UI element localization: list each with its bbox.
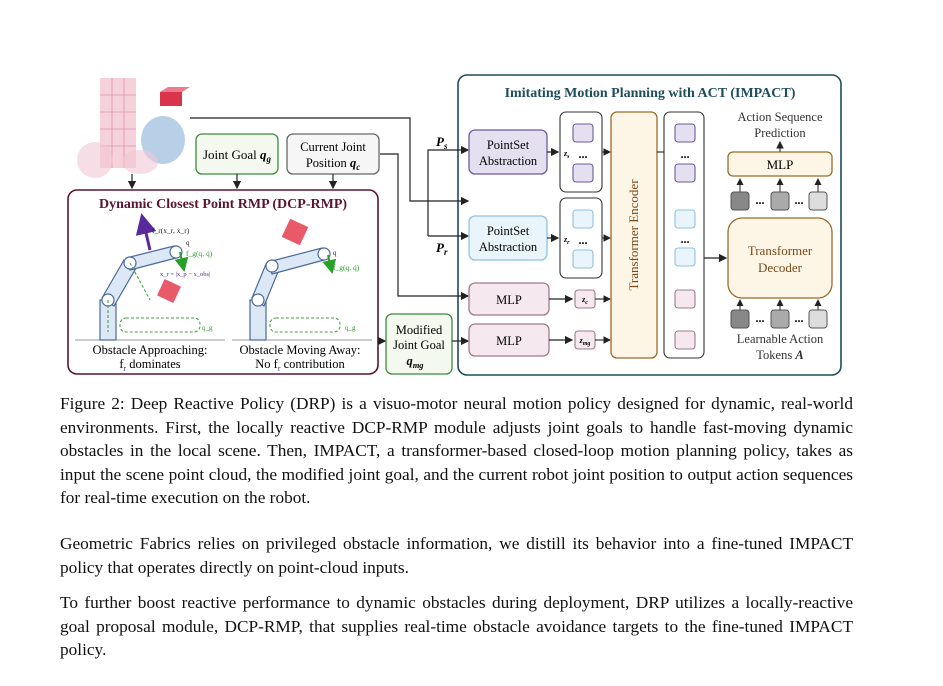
svg-text:f_g(q, q̇): f_g(q, q̇) <box>186 249 213 258</box>
svg-text:PointSet: PointSet <box>487 224 530 238</box>
svg-text:f_g(q, q̇): f_g(q, q̇) <box>333 263 360 272</box>
svg-text:Transformer Encoder: Transformer Encoder <box>626 179 641 291</box>
svg-text:...: ... <box>795 193 804 207</box>
svg-text:fr dominates: fr dominates <box>119 357 180 373</box>
transformer-decoder: Transformer Decoder <box>727 217 833 299</box>
body-paragraph-1: Geometric Fabrics relies on privileged o… <box>60 534 853 577</box>
dcp-rmp-panel: Dynamic Closest Point RMP (DCP-RMP) f_r(… <box>67 189 379 375</box>
svg-text:Abstraction: Abstraction <box>479 154 538 168</box>
svg-text:Modified: Modified <box>396 323 443 337</box>
svg-text:zc: zc <box>581 295 588 306</box>
dcp-title: Dynamic Closest Point RMP (DCP-RMP) <box>99 197 347 212</box>
svg-text:Obstacle Moving Away:: Obstacle Moving Away: <box>239 343 360 357</box>
svg-text:MLP: MLP <box>767 157 794 172</box>
svg-text:Transformer: Transformer <box>748 243 813 258</box>
body-paragraph-2: To further boost reactive performance to… <box>60 593 853 660</box>
figure-diagram: Joint Goal qg Current Joint Position qc … <box>67 74 842 376</box>
svg-text:Joint Goal: Joint Goal <box>393 338 445 352</box>
pointset-abstraction-scene: PointSet Abstraction <box>468 129 548 175</box>
svg-text:No fr contribution: No fr contribution <box>255 357 345 373</box>
robot-arm-approaching: f_r(x_r, ẋ_r) f_g(q, q̇) q x_r = |x_p − … <box>75 213 225 341</box>
svg-text:q: q <box>186 239 190 247</box>
figure-caption: Figure 2: Deep Reactive Policy (DRP) is … <box>60 394 853 508</box>
svg-text:zs: zs <box>563 149 570 160</box>
svg-text:Pr: Pr <box>436 240 448 257</box>
svg-text:f_r(x_r, ẋ_r): f_r(x_r, ẋ_r) <box>152 226 190 235</box>
svg-text:x_r = |x_p − x_obs|: x_r = |x_p − x_obs| <box>160 271 210 278</box>
svg-text:q_g: q_g <box>202 324 213 332</box>
current-joint-box: Current Joint Position qc <box>286 133 380 175</box>
svg-text:Obstacle Approaching:: Obstacle Approaching: <box>93 343 208 357</box>
mlp-current-joint: MLP <box>468 282 550 316</box>
scene-tokens: ... zs <box>559 111 603 193</box>
svg-text:...: ... <box>795 311 804 325</box>
svg-text:...: ... <box>756 193 765 207</box>
joint-goal-box: Joint Goal qg <box>195 133 279 175</box>
point-cloud-image <box>77 78 190 178</box>
encoder-output-tokens: ... ... <box>663 111 705 359</box>
svg-text:...: ... <box>579 147 588 161</box>
svg-text:...: ... <box>579 233 588 247</box>
impact-title: Imitating Motion Planning with ACT (IMPA… <box>505 86 796 101</box>
svg-text:Learnable Action: Learnable Action <box>737 332 824 346</box>
mlp-modified-goal: MLP <box>468 323 550 357</box>
robot-tokens: ... zr <box>559 197 603 279</box>
svg-text:Prediction: Prediction <box>754 126 806 140</box>
modified-joint-goal-box: Modified Joint Goal qmg <box>385 313 453 375</box>
svg-text:zr: zr <box>563 235 570 246</box>
mlp-output: MLP <box>727 151 833 177</box>
svg-text:q: q <box>333 249 337 257</box>
svg-text:Joint Goal qg: Joint Goal qg <box>203 147 272 164</box>
learnable-action-tokens: ... ... Learnable Action Tokens A <box>730 299 828 362</box>
svg-text:...: ... <box>681 147 690 161</box>
svg-text:q_g: q_g <box>345 324 356 332</box>
svg-text:Decoder: Decoder <box>758 260 803 275</box>
svg-text:MLP: MLP <box>496 293 522 307</box>
transformer-encoder: Transformer Encoder <box>610 111 658 359</box>
pointset-abstraction-robot: PointSet Abstraction <box>468 215 548 261</box>
svg-text:zmg: zmg <box>579 336 591 347</box>
svg-text:PointSet: PointSet <box>487 138 530 152</box>
svg-text:Tokens A: Tokens A <box>756 348 803 362</box>
svg-text:Position qc: Position qc <box>306 156 360 172</box>
svg-text:Abstraction: Abstraction <box>479 240 538 254</box>
svg-text:MLP: MLP <box>496 334 522 348</box>
action-seq-label: Action Sequence <box>737 110 822 124</box>
svg-text:Current Joint: Current Joint <box>300 140 366 154</box>
svg-text:qmg: qmg <box>406 354 424 370</box>
svg-text:...: ... <box>681 232 690 246</box>
robot-arm-moving-away: q f_g(q, q̇) q_g <box>232 218 372 341</box>
svg-text:...: ... <box>756 311 765 325</box>
decoder-output-tokens: ... ... <box>730 178 828 211</box>
svg-text:Ps: Ps <box>436 134 448 151</box>
